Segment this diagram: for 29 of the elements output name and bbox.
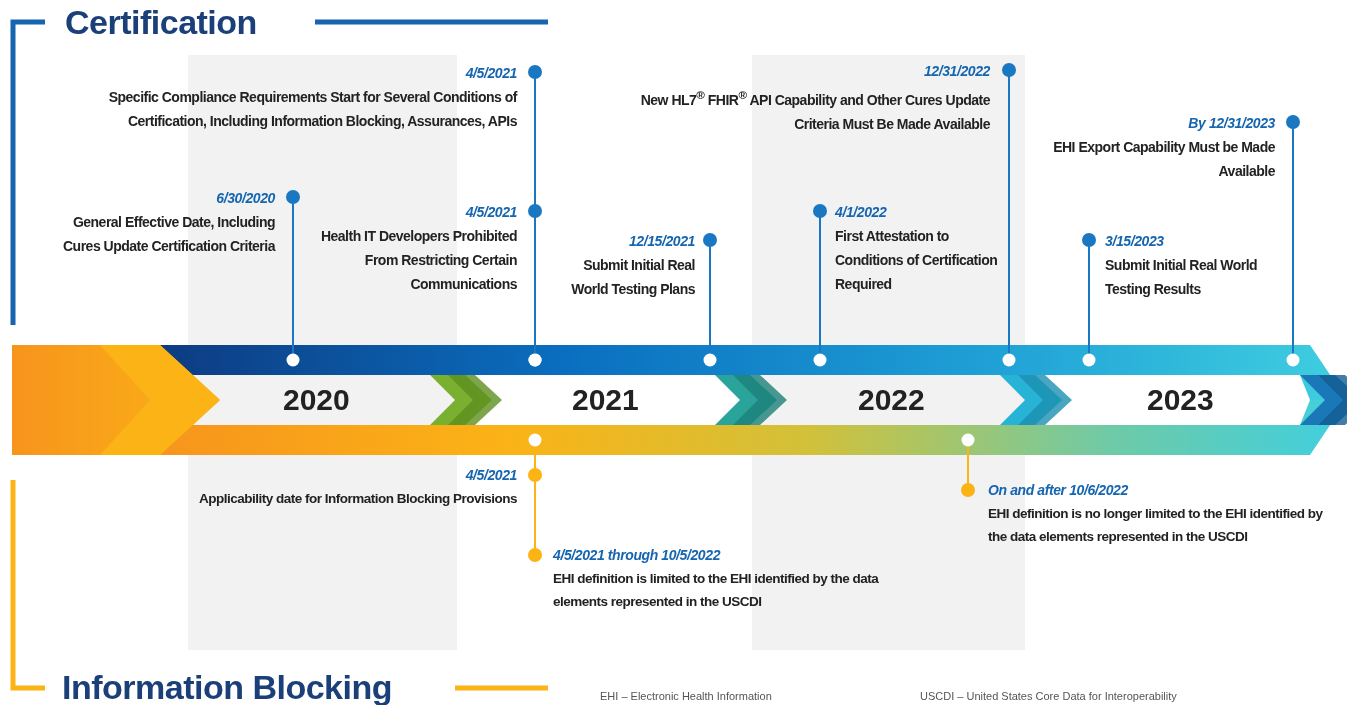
event-date: By 12/31/2023 bbox=[1188, 115, 1275, 132]
year-label: 2021 bbox=[572, 383, 639, 417]
footnote: EHI – Electronic Health Information bbox=[600, 690, 772, 703]
event-description: EHI definition is limited to the EHI identified by the data elements represented in the USCDI bbox=[553, 570, 880, 611]
year-label: 2020 bbox=[283, 383, 350, 417]
event-description: Submit Initial Real World Testing Plans bbox=[570, 256, 695, 299]
event-date: 4/5/2021 through 10/5/2022 bbox=[553, 547, 721, 564]
event-description: Specific Compliance Requirements Start for Several Conditions of Certification, Including Information Blocking, Assurances, APIs bbox=[107, 88, 517, 131]
year-label: 2022 bbox=[858, 383, 925, 417]
event-description: New HL7$^{®}$ FHIR$^{®}$ API Capability and Other Cures Update Criteria Must Be Made Available bbox=[640, 87, 990, 134]
event-date: 4/5/2021 bbox=[465, 467, 517, 484]
year-label: 2023 bbox=[1147, 383, 1214, 417]
event-description: EHI definition is no longer limited to the EHI identified by the data elements represented in the USCDI bbox=[988, 505, 1324, 546]
event-date: On and after 10/6/2022 bbox=[988, 482, 1128, 499]
event-description: Submit Initial Real World Testing Results bbox=[1105, 256, 1259, 299]
event-description: General Effective Date, Including Cures Update Certification Criteria bbox=[62, 213, 275, 256]
event-date: 12/31/2022 bbox=[923, 63, 990, 80]
event-date: 4/5/2021 bbox=[465, 65, 517, 82]
event-date: 4/5/2021 bbox=[465, 204, 517, 221]
event-date: 6/30/2020 bbox=[216, 190, 275, 207]
event-date: 3/15/2023 bbox=[1105, 233, 1164, 250]
event-description: Health IT Developers Prohibited From Restricting Certain Communications bbox=[319, 227, 517, 294]
event-description: EHI Export Capability Must be Made Available bbox=[1052, 138, 1275, 181]
section-heading: Certification bbox=[65, 2, 257, 42]
event-description: Applicability date for Information Blocking Provisions bbox=[197, 490, 517, 508]
event-date: 12/15/2021 bbox=[628, 233, 695, 250]
event-description: First Attestation to Conditions of Certification Required bbox=[835, 227, 999, 294]
event-date: 4/1/2022 bbox=[835, 204, 887, 221]
footnote: USCDI – United States Core Data for Interoperability bbox=[920, 690, 1177, 703]
